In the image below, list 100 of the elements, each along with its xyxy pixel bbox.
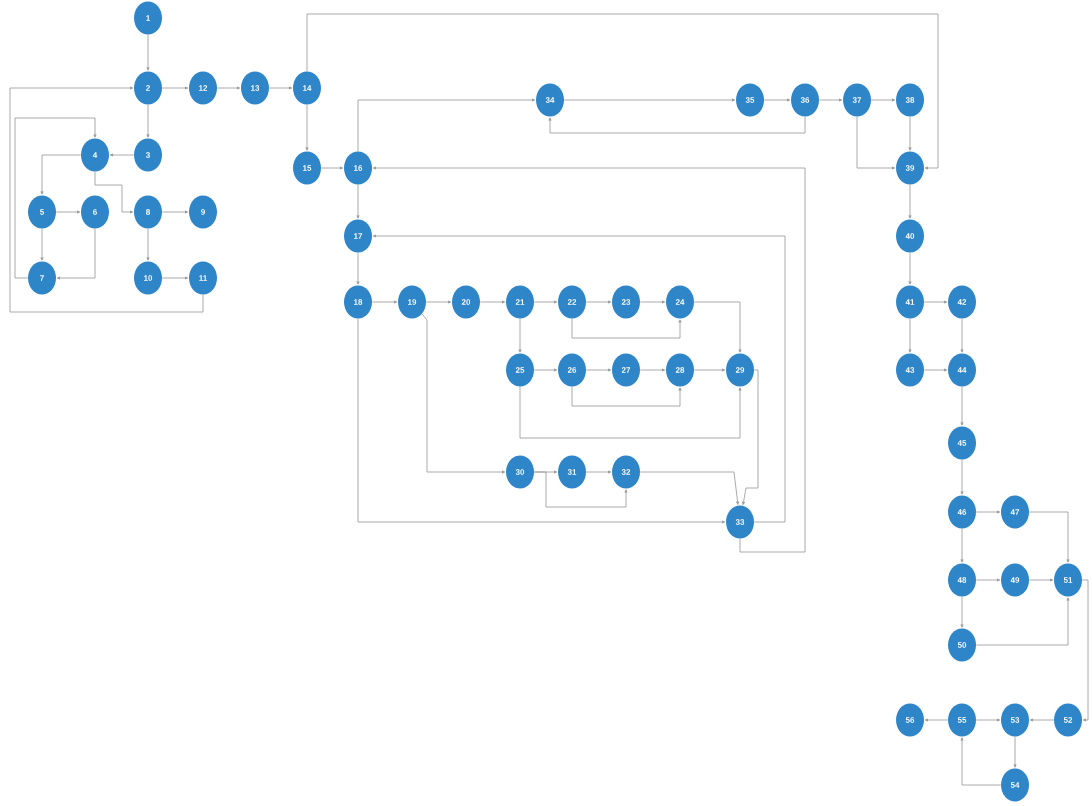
arrow	[763, 98, 791, 102]
arrow	[908, 184, 912, 219]
arrow	[55, 210, 81, 214]
flow-node: 20	[452, 285, 480, 319]
flow-node: 31	[558, 455, 586, 489]
flow-node: 26	[558, 353, 586, 387]
flow-node: 29	[726, 353, 754, 387]
arrow	[975, 578, 1001, 582]
flow-node: 11	[189, 261, 217, 295]
arrow	[639, 368, 666, 372]
flow-node: 54	[1001, 768, 1029, 802]
arrow	[923, 300, 948, 304]
arrow	[146, 104, 150, 138]
flow-node: 21	[506, 285, 534, 319]
arrow	[960, 318, 964, 353]
arrow	[960, 386, 964, 426]
arrow	[960, 528, 964, 563]
arrow	[56, 228, 96, 280]
arrow	[268, 86, 293, 90]
arrow	[975, 718, 1001, 722]
flow-node: 55	[948, 703, 976, 737]
flow-node: 49	[1001, 563, 1029, 597]
flow-node: 27	[612, 353, 640, 387]
arrow	[216, 86, 241, 90]
flow-node: 34	[536, 83, 564, 117]
flow-node: 12	[189, 71, 217, 105]
arrow	[161, 276, 189, 280]
arrow	[372, 234, 786, 523]
arrow	[305, 104, 309, 151]
flow-node: 39	[896, 151, 924, 185]
arrow	[518, 318, 522, 353]
arrow	[960, 737, 1002, 786]
arrow	[14, 117, 97, 279]
flow-node: 38	[896, 83, 924, 117]
arrow	[94, 171, 134, 214]
arrow	[975, 597, 1070, 646]
flow-node: 5	[28, 195, 56, 229]
flow-node: 17	[344, 219, 372, 253]
flow-node: 25	[506, 353, 534, 387]
flow-node: 48	[948, 563, 976, 597]
flow-node: 36	[791, 83, 819, 117]
arrow	[975, 510, 1001, 514]
arrow	[357, 98, 536, 152]
arrow	[923, 368, 948, 372]
flow-node: 52	[1054, 703, 1082, 737]
arrow	[1028, 511, 1070, 563]
flow-node: 47	[1001, 495, 1029, 529]
flow-node: 50	[948, 628, 976, 662]
arrow	[639, 471, 740, 505]
flow-node: 33	[726, 505, 754, 539]
flow-node: 51	[1054, 563, 1082, 597]
arrow	[1013, 736, 1017, 768]
flow-node: 2	[134, 71, 162, 105]
flow-node: 8	[134, 195, 162, 229]
arrow	[856, 116, 896, 170]
flow-node: 46	[948, 495, 976, 529]
arrow	[533, 300, 558, 304]
flow-node: 32	[612, 455, 640, 489]
arrow	[693, 301, 742, 353]
flow-node: 37	[843, 83, 871, 117]
arrow	[161, 86, 189, 90]
flow-node: 13	[241, 71, 269, 105]
arrow	[870, 98, 896, 102]
arrow	[479, 300, 506, 304]
arrow	[371, 300, 398, 304]
flow-node: 23	[612, 285, 640, 319]
arrow	[585, 470, 612, 474]
flow-node: 43	[896, 353, 924, 387]
arrow	[356, 184, 360, 219]
flow-node: 56	[896, 703, 924, 737]
flow-node: 24	[666, 285, 694, 319]
arrow	[146, 228, 150, 261]
arrow	[421, 313, 506, 474]
arrow	[372, 166, 806, 553]
flow-node: 18	[344, 285, 372, 319]
flow-node: 35	[736, 83, 764, 117]
arrow	[924, 718, 949, 722]
flow-node: 16	[344, 151, 372, 185]
arrow	[908, 318, 912, 353]
arrow	[742, 369, 759, 505]
arrow	[818, 98, 843, 102]
flow-node: 28	[666, 353, 694, 387]
arrow	[519, 386, 742, 439]
arrow	[571, 386, 682, 407]
flow-node: 30	[506, 455, 534, 489]
arrow	[1081, 579, 1089, 722]
flow-node: 6	[81, 195, 109, 229]
flow-node: 22	[558, 285, 586, 319]
flow-node: 4	[81, 138, 109, 172]
arrow	[40, 154, 82, 195]
arrow	[1028, 578, 1054, 582]
arrow	[908, 252, 912, 285]
arrow	[109, 153, 135, 157]
flow-node: 1	[134, 1, 162, 35]
flow-node: 9	[189, 195, 217, 229]
arrow	[320, 166, 344, 170]
flow-node: 10	[134, 261, 162, 295]
flow-node: 7	[28, 261, 56, 295]
arrow	[356, 252, 360, 285]
flow-node: 41	[896, 285, 924, 319]
